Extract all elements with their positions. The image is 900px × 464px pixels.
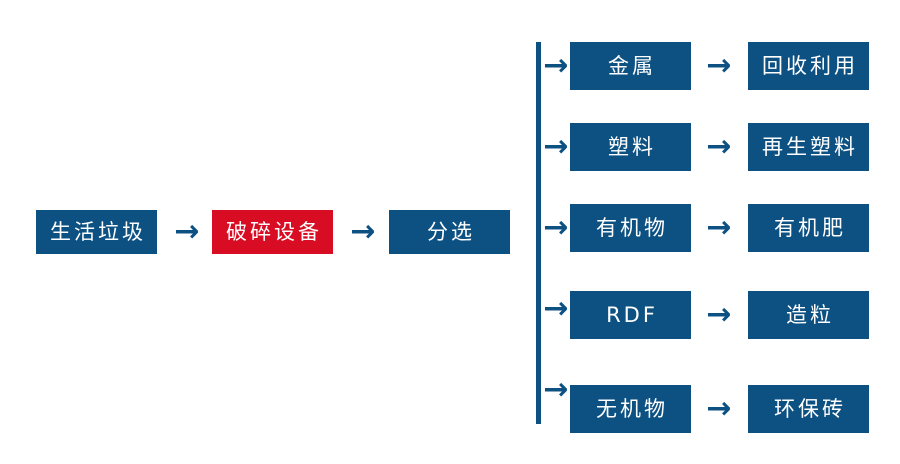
branch-arrow-4: → bbox=[538, 291, 574, 327]
node-label: 无机物 bbox=[596, 396, 668, 421]
node-label: 有机物 bbox=[596, 215, 668, 240]
node-product-organic-fertilizer[interactable]: 有机肥 bbox=[748, 204, 869, 252]
arrow-glyph: → bbox=[543, 210, 569, 245]
node-label: 金属 bbox=[608, 53, 656, 78]
arrow-glyph: → bbox=[706, 391, 732, 426]
node-material-organic[interactable]: 有机物 bbox=[570, 204, 691, 252]
node-product-granulation[interactable]: 造粒 bbox=[748, 291, 869, 339]
arrow-row-3: → bbox=[699, 210, 739, 246]
arrow-row-2: → bbox=[699, 129, 739, 165]
node-label: 分选 bbox=[427, 219, 475, 244]
node-label: 环保砖 bbox=[774, 396, 846, 421]
node-label: 回收利用 bbox=[762, 53, 858, 78]
arrow-glyph: → bbox=[350, 214, 376, 249]
arrow-glyph: → bbox=[706, 129, 732, 164]
arrow-row-4: → bbox=[699, 297, 739, 333]
arrow-glyph: → bbox=[706, 210, 732, 245]
node-material-metal[interactable]: 金属 bbox=[570, 42, 691, 90]
distribution-spine bbox=[536, 42, 541, 424]
arrow-row-1: → bbox=[699, 48, 739, 84]
node-label: 有机肥 bbox=[774, 215, 846, 240]
arrow-glyph: → bbox=[543, 129, 569, 164]
node-label: RDF bbox=[606, 302, 658, 327]
arrow-glyph: → bbox=[543, 48, 569, 83]
node-material-plastic[interactable]: 塑料 bbox=[570, 123, 691, 171]
node-label: 再生塑料 bbox=[762, 134, 858, 159]
arrow-glyph: → bbox=[174, 214, 200, 249]
node-label: 造粒 bbox=[786, 302, 834, 327]
node-crushing-equipment[interactable]: 破碎设备 bbox=[212, 210, 333, 254]
node-product-recycled-plastic[interactable]: 再生塑料 bbox=[748, 123, 869, 171]
branch-arrow-3: → bbox=[538, 210, 574, 246]
arrow-main-2: → bbox=[343, 214, 383, 250]
node-label: 塑料 bbox=[608, 134, 656, 159]
arrow-row-5: → bbox=[699, 391, 739, 427]
node-label: 破碎设备 bbox=[226, 219, 322, 244]
arrow-glyph: → bbox=[543, 372, 569, 407]
node-material-rdf[interactable]: RDF bbox=[570, 291, 691, 339]
node-product-recycling[interactable]: 回收利用 bbox=[748, 42, 869, 90]
node-material-inorganic[interactable]: 无机物 bbox=[570, 385, 691, 433]
node-domestic-waste[interactable]: 生活垃圾 bbox=[36, 210, 157, 254]
node-label: 生活垃圾 bbox=[50, 219, 146, 244]
node-sorting[interactable]: 分选 bbox=[389, 210, 510, 254]
branch-arrow-5: → bbox=[538, 372, 574, 408]
arrow-glyph: → bbox=[543, 291, 569, 326]
arrow-glyph: → bbox=[706, 297, 732, 332]
node-product-eco-brick[interactable]: 环保砖 bbox=[748, 385, 869, 433]
arrow-glyph: → bbox=[706, 48, 732, 83]
arrow-main-1: → bbox=[167, 214, 207, 250]
branch-arrow-2: → bbox=[538, 129, 574, 165]
branch-arrow-1: → bbox=[538, 48, 574, 84]
